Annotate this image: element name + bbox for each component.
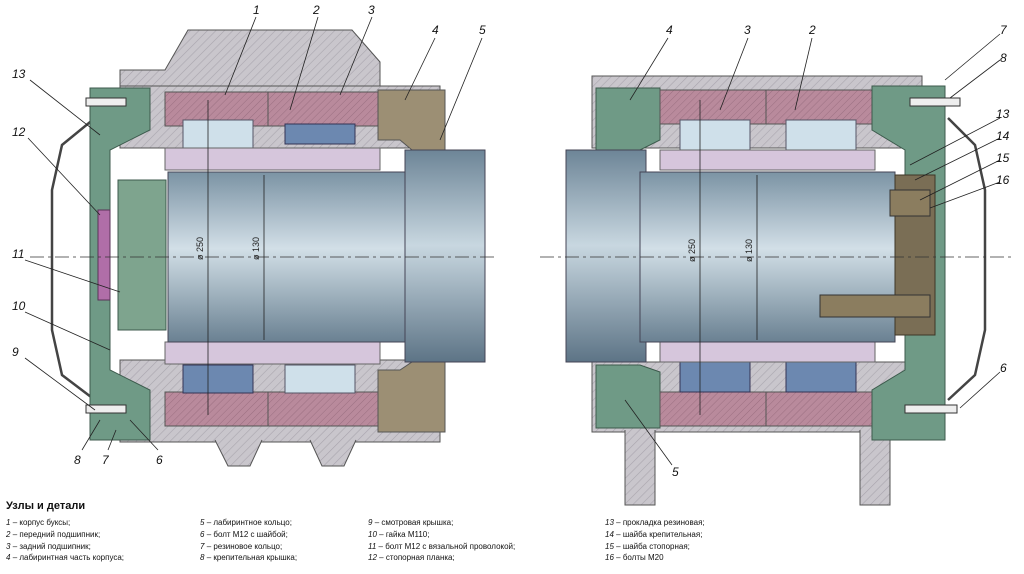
- right-labyrinth: [595, 87, 661, 151]
- left-callout-13: 13: [12, 67, 26, 81]
- right-rear-roller-bottom: [679, 361, 751, 393]
- right-dim-250: ø 250: [687, 239, 697, 262]
- legend-item: 9 – смотровая крышка;: [368, 518, 454, 527]
- left-rear-roller: [182, 119, 254, 149]
- right-callout-7: 7: [1000, 23, 1008, 37]
- left-callout-1: 1: [253, 3, 260, 17]
- right-callout-3: 3: [744, 23, 751, 37]
- right-front-bearing-outer-bottom: [765, 391, 877, 427]
- left-callout-11: 11: [12, 247, 24, 261]
- left-rear-bearing-outer-bottom: [164, 391, 276, 427]
- right-inner-ring-bottom: [659, 341, 876, 363]
- legend-item: 11 – болт М12 с вязальной проволокой;: [368, 541, 516, 551]
- right-callout-4: 4: [666, 23, 673, 37]
- left-bolt-top: [85, 97, 127, 107]
- left-callout-12: 12: [12, 125, 26, 139]
- left-axle: [404, 149, 486, 363]
- legend-col-1: 1 – корпус буксы; 2 – передний подшипник…: [6, 517, 124, 564]
- right-end-cover: [947, 117, 987, 401]
- legend-item: 1 – корпус буксы;: [6, 518, 71, 527]
- left-nut-m110: [117, 179, 167, 331]
- legend-item: 12 – стопорная планка;: [368, 553, 455, 563]
- right-view: ø 250 ø 130 4 3 2 7 8 13 14 15 16 6 5: [540, 23, 1015, 506]
- legend-col-2: 5 – лабиринтное кольцо; 6 – болт М12 с ш…: [200, 517, 297, 564]
- right-housing-legs: [624, 430, 891, 506]
- legend-col-3: 9 – смотровая крышка; 10 – гайка М110; 1…: [368, 517, 515, 564]
- legend-item: 7 – резиновое кольцо;: [200, 541, 283, 551]
- right-inner-ring-top: [659, 149, 876, 171]
- left-callout-7: 7: [102, 453, 110, 467]
- legend-item: 8 – крепительная крышка;: [200, 553, 298, 563]
- left-inner-ring-bottom: [164, 341, 381, 365]
- legend-item: 2 – передний подшипник;: [6, 529, 101, 539]
- right-front-roller: [785, 119, 857, 151]
- right-callout-8: 8: [1000, 51, 1007, 65]
- legend-item: 3 – задний подшипник;: [6, 541, 91, 551]
- right-labyrinth-bottom: [595, 364, 661, 429]
- left-dim-130: ø 130: [251, 237, 261, 260]
- left-view: ø 250 ø 130 1 2 3 4 5 13 12 11 10 9 8 7: [12, 3, 495, 467]
- legend-title: Узлы и детали: [6, 500, 86, 512]
- left-viewing-cover: [50, 117, 96, 401]
- left-callout-10: 10: [12, 299, 26, 313]
- right-callout-13: 13: [996, 107, 1010, 121]
- legend-item: 14 – шайба крепительная;: [605, 529, 703, 539]
- left-fastening-cover: [89, 87, 151, 441]
- right-callout-5: 5: [672, 465, 679, 479]
- left-bolt-bottom: [85, 404, 127, 414]
- right-callout-2: 2: [808, 23, 816, 37]
- right-axle: [565, 149, 647, 363]
- left-callout-8: 8: [74, 453, 81, 467]
- legend-item: 15 – шайба стопорная;: [605, 541, 690, 551]
- right-bolt-m20-top: [889, 189, 931, 217]
- left-front-roller-bottom: [284, 364, 356, 394]
- right-callout-16: 16: [996, 173, 1010, 187]
- legend-item: 4 – лабиринтная часть корпуса;: [6, 553, 125, 563]
- legend-col-4: 13 – прокладка резиновая; 14 – шайба кре…: [605, 517, 705, 564]
- right-callout-14: 14: [996, 129, 1010, 143]
- left-callout-5: 5: [479, 23, 486, 37]
- left-callout-6: 6: [156, 453, 163, 467]
- left-front-roller: [284, 123, 356, 145]
- right-rear-roller: [679, 119, 751, 151]
- right-front-bearing-outer: [765, 89, 877, 125]
- right-bolt-m20-bottom: [819, 294, 931, 318]
- legend-item: 16 – болты М20: [605, 553, 664, 563]
- left-front-bearing-outer-bottom: [267, 391, 379, 427]
- right-rear-bearing-outer-bottom: [659, 391, 771, 427]
- left-callout-4: 4: [432, 23, 439, 37]
- left-callout-2: 2: [312, 3, 320, 17]
- right-dim-130: ø 130: [744, 239, 754, 262]
- left-labyrinth-bottom: [377, 361, 446, 433]
- left-front-bearing-outer: [267, 91, 379, 127]
- right-front-roller-bottom: [785, 361, 857, 393]
- right-bolt-top: [909, 97, 961, 107]
- left-inner-ring-top: [164, 147, 381, 171]
- right-callout-15: 15: [996, 151, 1010, 165]
- left-stop-plate: [97, 209, 111, 301]
- left-callout-9: 9: [12, 345, 19, 359]
- left-housing-feet: [214, 439, 357, 467]
- right-rear-bearing-outer: [659, 89, 771, 125]
- legend-item: 13 – прокладка резиновая;: [605, 518, 705, 527]
- right-bolt-bottom: [904, 404, 958, 414]
- legend-item: 6 – болт М12 с шайбой;: [200, 529, 288, 539]
- left-housing-top: [119, 29, 381, 89]
- left-rear-roller-bottom: [182, 364, 254, 394]
- left-callout-3: 3: [368, 3, 375, 17]
- right-callout-6: 6: [1000, 361, 1007, 375]
- left-dim-250: ø 250: [195, 237, 205, 260]
- legend-item: 5 – лабиринтное кольцо;: [200, 518, 292, 527]
- legend-item: 10 – гайка М110;: [368, 529, 430, 539]
